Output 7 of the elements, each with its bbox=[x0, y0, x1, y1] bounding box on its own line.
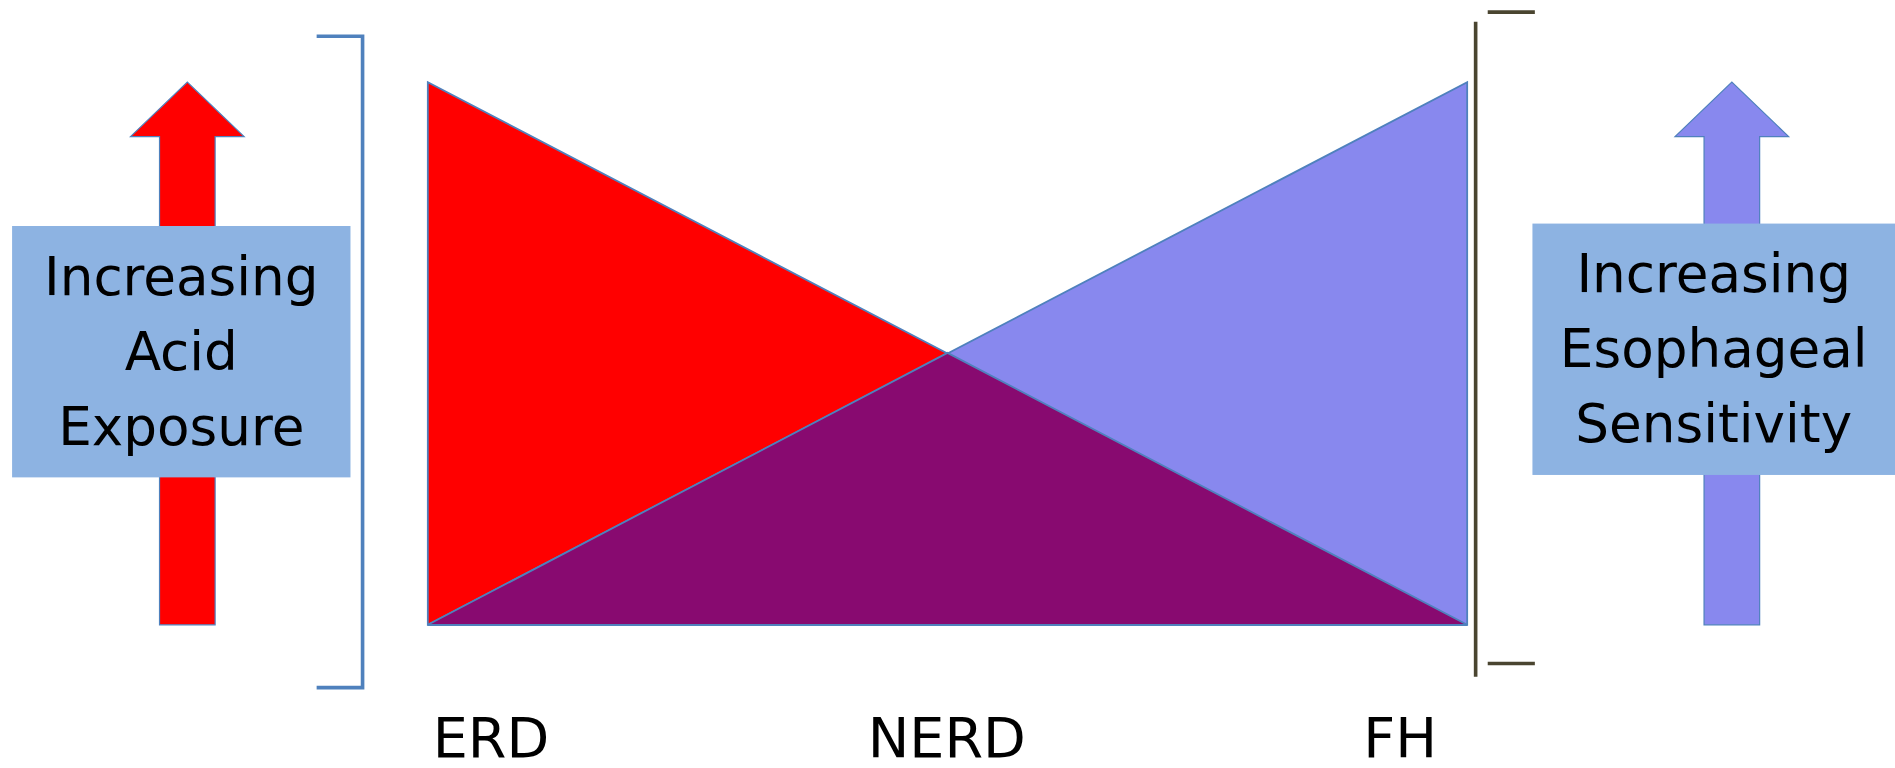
label-box bbox=[1532, 223, 1895, 475]
category-label: ERD bbox=[432, 707, 550, 768]
box-text: Increasing Esophageal Sensitivity bbox=[1558, 241, 1869, 457]
box-text: Increasing Acid Exposure bbox=[43, 244, 320, 459]
category-label: FH bbox=[1363, 707, 1438, 768]
label-box bbox=[12, 226, 351, 478]
category-label: NERD bbox=[867, 707, 1026, 768]
